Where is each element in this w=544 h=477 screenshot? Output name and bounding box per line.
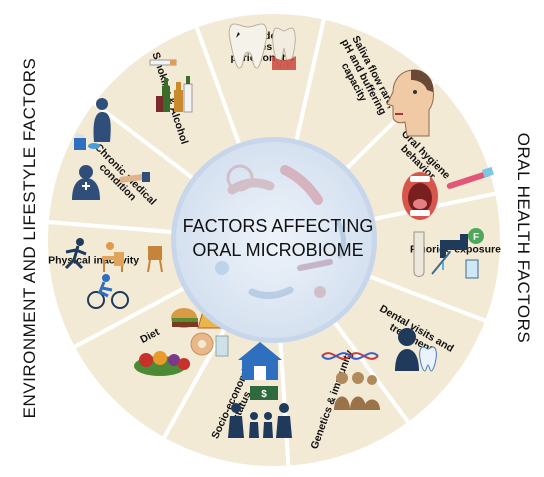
svg-text:F: F <box>473 232 479 243</box>
tooth-decay-icon <box>228 23 296 70</box>
svg-text:$: $ <box>261 389 267 400</box>
cigarette-bottles-icon <box>149 59 193 113</box>
sector-label-line: Physical inactivity <box>48 255 139 267</box>
runner-cyclist-icon <box>64 238 163 309</box>
sector-label-physical: Physical inactivity <box>48 255 139 267</box>
icons-layer: F <box>64 23 494 438</box>
tap-fluoride-icon: F <box>413 228 484 279</box>
food-icon <box>134 307 229 376</box>
face-profile-icon <box>386 69 434 137</box>
center-title-line-1: FACTORS AFFECTING <box>183 216 374 236</box>
microbe-decoration <box>215 164 346 299</box>
mouth-toothbrush-icon <box>402 166 494 220</box>
doctor-pills-icon <box>72 98 151 200</box>
center-circle: FACTORS AFFECTING ORAL MICROBIOME <box>171 137 377 343</box>
center-title-line-2: ORAL MICROBIOME <box>192 240 363 260</box>
dna-family-icon <box>321 352 380 410</box>
dentist-icon <box>395 328 437 372</box>
house-family-icon: $ <box>228 342 292 438</box>
